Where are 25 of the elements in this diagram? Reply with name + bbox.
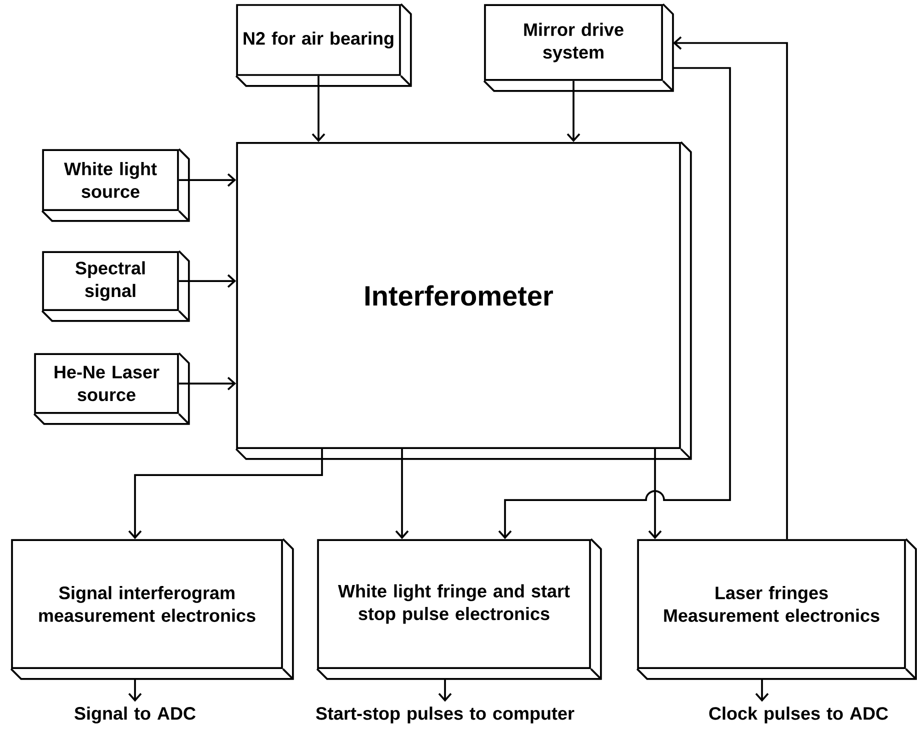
output-label: Clock pulses to ADC bbox=[709, 706, 888, 724]
arrow bbox=[498, 67, 731, 540]
process-box: N2 for air bearing bbox=[235, 3, 412, 87]
arrow bbox=[566, 80, 580, 142]
arrow bbox=[128, 448, 323, 540]
arrow bbox=[438, 678, 452, 702]
process-box: Laser fringes Measurement electronics bbox=[636, 538, 917, 680]
arrow bbox=[128, 678, 142, 702]
arrow bbox=[178, 376, 236, 390]
output-label: Start-stop pulses to computer bbox=[316, 706, 574, 724]
arrow bbox=[178, 274, 236, 288]
arrow bbox=[648, 448, 662, 540]
arrow bbox=[672, 36, 788, 540]
arrow bbox=[755, 678, 769, 702]
process-box: White light source bbox=[41, 148, 190, 222]
interferometer-box: Interferometer bbox=[235, 141, 692, 460]
arrow bbox=[312, 76, 326, 142]
arrow bbox=[178, 173, 236, 187]
process-box: Spectral signal bbox=[41, 250, 190, 322]
output-label: Signal to ADC bbox=[74, 706, 196, 724]
process-box: Mirror drive system bbox=[483, 3, 674, 92]
process-box: White light fringe and start stop pulse electronics bbox=[316, 538, 602, 680]
arrow bbox=[395, 448, 409, 540]
process-box: Signal interferogram measurement electronics bbox=[10, 538, 294, 680]
process-box: He-Ne Laser source bbox=[33, 352, 190, 425]
